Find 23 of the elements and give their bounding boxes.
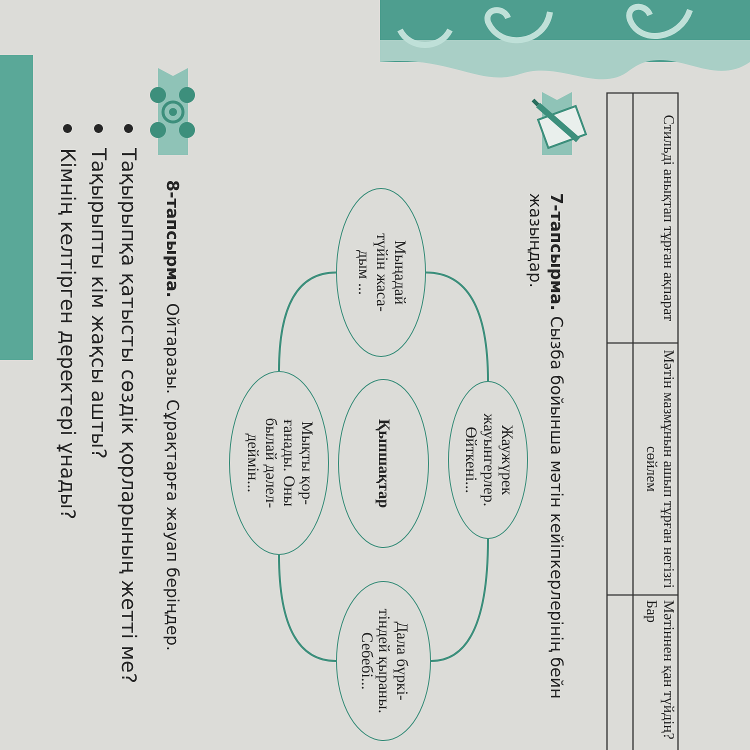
question-text: Кімнің келтірген деректері ұнады? — [56, 148, 80, 520]
node-text: Жаужүрек жауынгерлер. Өйткені... — [461, 412, 515, 508]
task-text: 8-тапсырма. Ойтаразы. Сұрақтарға жауап беріңдер. — [163, 180, 182, 651]
question-text: Тақырыпты кім жақсы ашты? — [87, 148, 111, 459]
ellipse-node — [448, 381, 528, 539]
ellipse-node — [338, 379, 429, 548]
ellipse-node — [336, 581, 431, 741]
node-text: Қыпшақтар — [374, 419, 392, 508]
node-text: Дала бүркі- тіндей қыраны. Себебі... — [356, 608, 410, 716]
question-text: Тақырыпқа қатысты сөздік қорларының жетті ме? — [117, 148, 141, 684]
ellipse-node — [336, 188, 426, 357]
table-header-text: Мәтіннен қан түйдің? Бар — [643, 600, 676, 740]
ring-connector — [278, 272, 336, 372]
ring-connector — [426, 272, 489, 382]
node-text: Мыңадай түйін жаса- дым ... — [354, 232, 408, 314]
task-text: 7-тапсырма. Сызба бойынша мәтін кейіпкерлерінің бейн — [547, 193, 566, 699]
ring-connector — [278, 554, 336, 662]
table-header-text: Стильді анықтап тұрған ақпарат — [660, 114, 676, 324]
ring-connector — [430, 538, 489, 662]
ellipse-node — [229, 371, 329, 555]
task-text: жазыңдар. — [526, 193, 545, 288]
node-text: Мықты қор- ғанады. Оны былай дәлел- деймін... — [243, 416, 315, 510]
table-header-text: Мәтін мазмұнын ашып тұрған негізгі сөйлем — [643, 348, 676, 590]
